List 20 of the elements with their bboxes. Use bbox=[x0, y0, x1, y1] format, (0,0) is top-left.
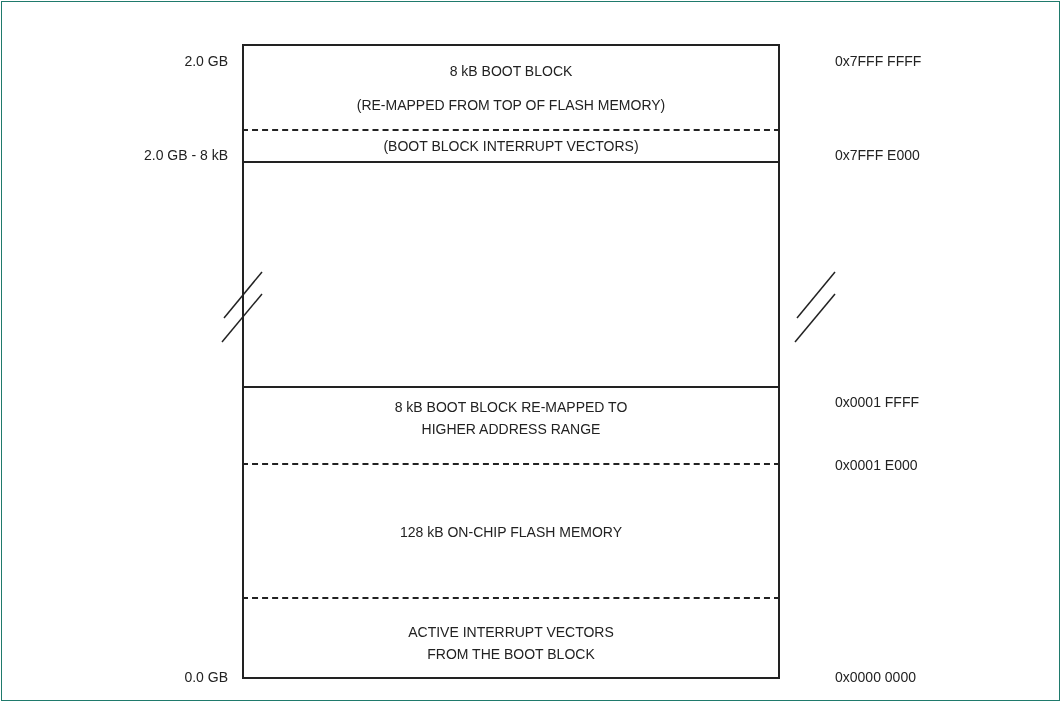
memory-region bbox=[242, 44, 780, 129]
region-label: 128 kB ON-CHIP FLASH MEMORY bbox=[399, 523, 623, 542]
region-label: (BOOT BLOCK INTERRUPT VECTORS) bbox=[382, 137, 640, 156]
memory-region bbox=[242, 386, 780, 463]
address-label: 2.0 GB - 8 kB bbox=[143, 146, 228, 164]
hex-address: 0x7FFF FFFF bbox=[835, 52, 922, 70]
memory-region bbox=[242, 597, 780, 679]
hex-address: 0x0001 E000 bbox=[835, 456, 918, 474]
address-label: 0.0 GB bbox=[184, 668, 228, 686]
memory-region bbox=[242, 129, 780, 161]
region-label: 8 kB BOOT BLOCK RE-MAPPED TO HIGHER ADDRESS RANGE bbox=[393, 398, 629, 439]
region-label: (RE-MAPPED FROM TOP OF FLASH MEMORY) bbox=[355, 96, 667, 115]
region-label: ACTIVE INTERRUPT VECTORS FROM THE BOOT BLOCK bbox=[407, 623, 615, 664]
hex-address: 0x0000 0000 bbox=[835, 668, 916, 686]
memory-region bbox=[242, 161, 780, 386]
memory-region bbox=[242, 463, 780, 597]
hex-address: 0x7FFF E000 bbox=[835, 146, 920, 164]
address-label: 2.0 GB bbox=[184, 52, 228, 70]
region-label: 8 kB BOOT BLOCK bbox=[448, 62, 574, 81]
hex-address: 0x0001 FFFF bbox=[835, 393, 920, 411]
